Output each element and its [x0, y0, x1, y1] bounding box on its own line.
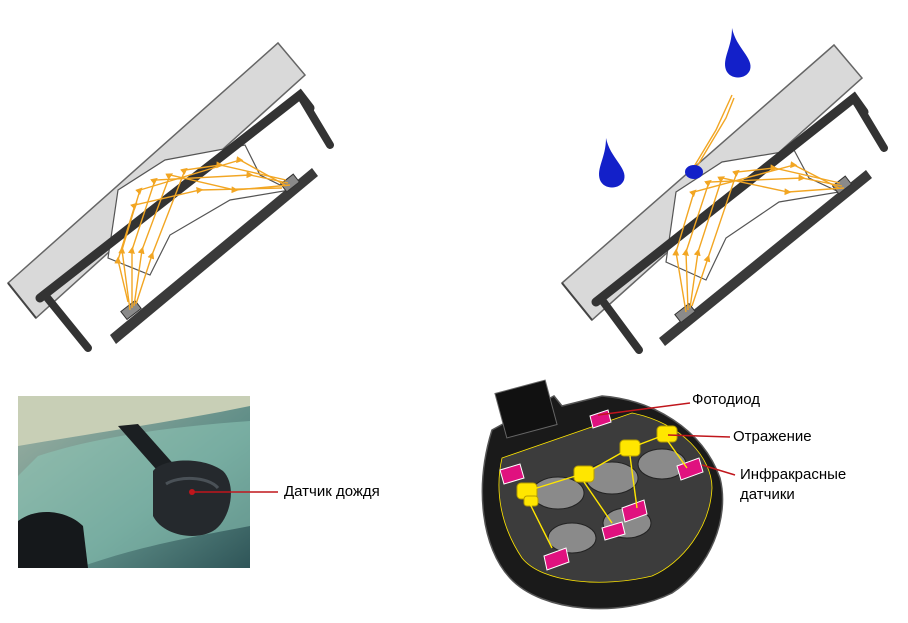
- windshield-cross-section-dry: [6, 41, 334, 352]
- rain-drop-icon: [599, 28, 751, 188]
- rain-sensor-leader-line: [192, 491, 278, 493]
- sensor-module-diagram: [481, 379, 724, 610]
- light-ray-paths: [114, 156, 291, 311]
- reflection-label: Отражение: [733, 428, 812, 445]
- light-ray-paths: [672, 94, 845, 313]
- photodiode-label: Фотодиод: [692, 391, 761, 408]
- module-leader-lines: [597, 402, 736, 476]
- windshield-cross-section-wet: [560, 28, 888, 354]
- infrared-label-line1: Инфракрасные: [740, 466, 847, 483]
- infrared-label-line2: датчики: [740, 486, 795, 503]
- rain-sensor-label: Датчик дождя: [284, 483, 380, 500]
- mirror-sensor-photo: [18, 396, 250, 568]
